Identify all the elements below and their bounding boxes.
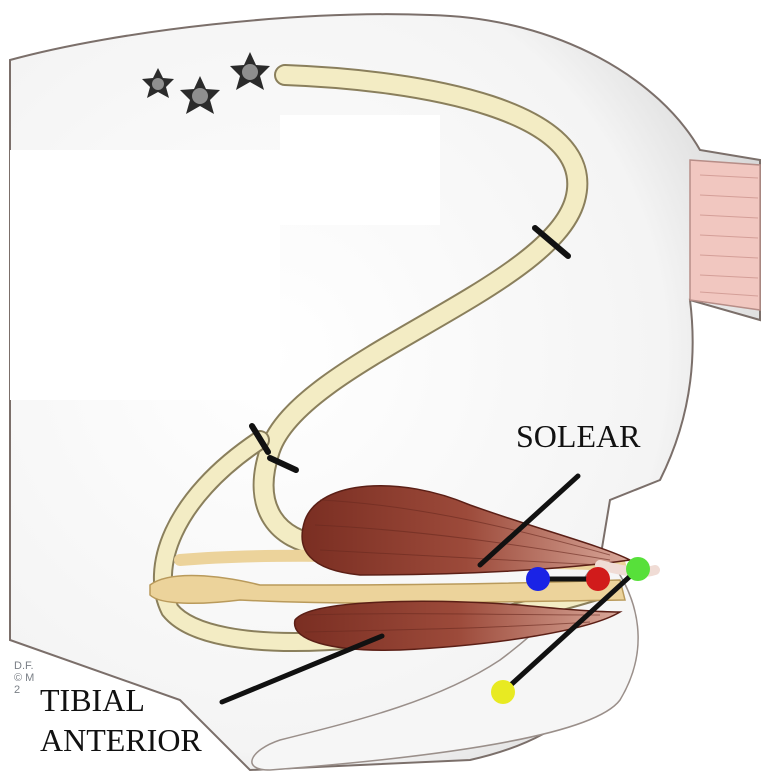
label-tibial-anterior: TIBIAL ANTERIOR xyxy=(40,680,202,760)
marker-yellow xyxy=(491,680,515,704)
credit-line3: 2 xyxy=(14,684,34,696)
credit-line2: © M xyxy=(14,672,34,684)
label-tibial-line2: ANTERIOR xyxy=(40,720,202,760)
label-tibial-line1: TIBIAL xyxy=(40,680,202,720)
image-credit: D.F. © M 2 xyxy=(14,660,34,696)
credit-line1: D.F. xyxy=(14,660,34,672)
marker-green xyxy=(626,557,650,581)
marker-blue xyxy=(526,567,550,591)
marker-red xyxy=(586,567,610,591)
label-solear: SOLEAR xyxy=(516,420,640,452)
